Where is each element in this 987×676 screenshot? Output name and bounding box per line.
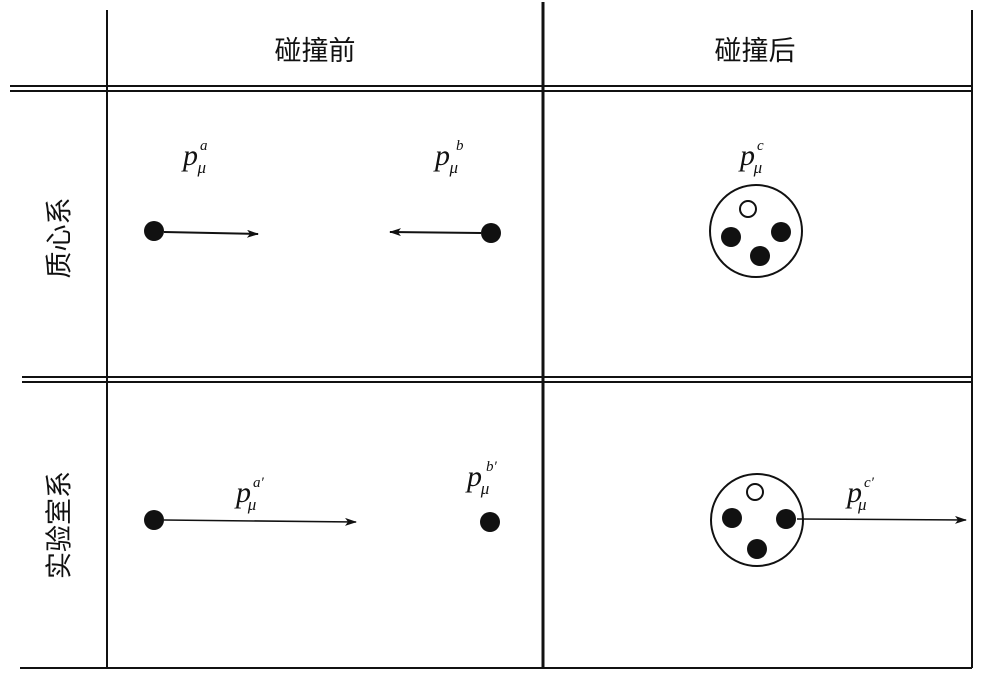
subscript-mu: μ — [197, 158, 207, 177]
solid-particle — [771, 222, 791, 242]
momentum-arrow-c-lab — [796, 515, 967, 524]
header-after-collision: 碰撞后 — [715, 36, 796, 67]
lab-particle-b — [480, 512, 500, 532]
momentum-arrow-a — [163, 229, 259, 238]
momentum-arrow-b — [389, 228, 482, 237]
solid-particle — [721, 227, 741, 247]
solid-particle — [747, 539, 767, 559]
superscript-a-prime: a′ — [253, 475, 265, 491]
superscript-b: b — [456, 138, 464, 154]
momentum-arrow-a-lab — [163, 517, 357, 526]
hollow-particle — [746, 483, 764, 501]
cm-particle-a — [144, 221, 259, 241]
lab-particle-a — [144, 510, 357, 530]
superscript-a: a — [200, 138, 208, 154]
cm-product-cluster — [709, 184, 803, 278]
particle-b-dot — [481, 223, 501, 243]
solid-particle — [750, 246, 770, 266]
row-label-center-of-mass-frame: 质心系 — [45, 198, 76, 279]
cm-particle-b — [389, 223, 501, 243]
table-grid — [10, 2, 973, 669]
cluster-boundary — [709, 184, 803, 278]
particle-a-dot — [144, 510, 164, 530]
header-before-collision: 碰撞前 — [275, 36, 356, 67]
particle-b-dot — [480, 512, 500, 532]
superscript-b-prime: b′ — [486, 459, 498, 475]
cluster-boundary — [710, 473, 804, 567]
solid-particle — [722, 508, 742, 528]
superscript-c-prime: c′ — [864, 475, 875, 491]
hollow-particle — [739, 200, 757, 218]
lab-product-cluster — [710, 473, 804, 567]
particle-a-dot — [144, 221, 164, 241]
p-symbol: p — [181, 139, 198, 172]
superscript-c: c — [757, 138, 764, 154]
solid-particle — [776, 509, 796, 529]
row-label-lab-frame: 实验室系 — [45, 471, 76, 579]
